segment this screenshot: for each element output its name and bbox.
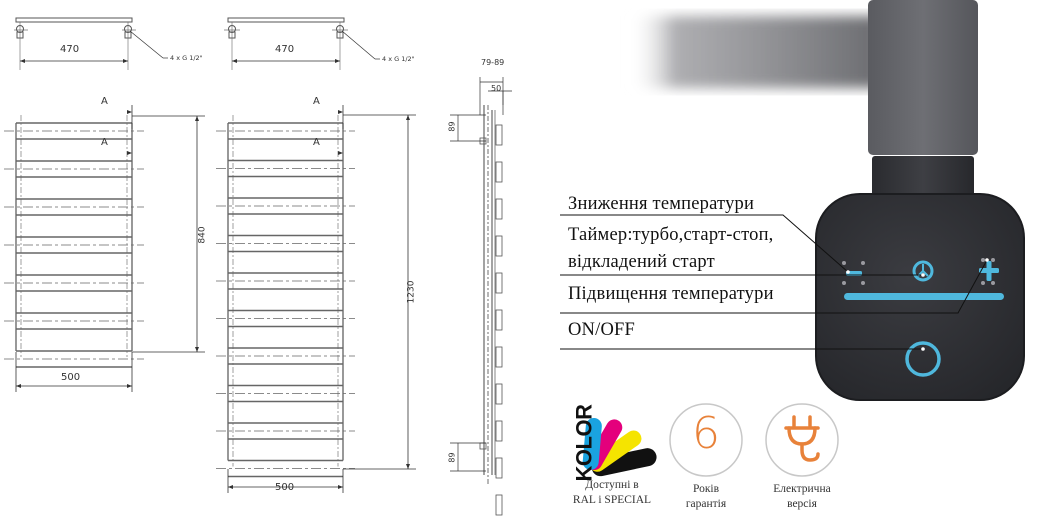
connector-label: 4 x G 1/2": [382, 55, 415, 63]
kolor-fan-icon: [582, 417, 657, 477]
callout-timer: Таймер:турбо,старт-стоп,: [568, 225, 774, 245]
badge-electric-caption: Електрична версія: [757, 482, 847, 512]
section-marker-bottom: A: [313, 137, 320, 148]
badge-electric-line1: Електрична: [773, 483, 831, 495]
badge-kolor-line2: RAL і SPECIAL: [572, 494, 652, 506]
height-dimension-label: 1230: [406, 280, 417, 304]
callout-increase-temperature: Підвищення температури: [568, 284, 774, 304]
warranty-circle: [669, 403, 743, 477]
top-view-right-drawing: [224, 17, 380, 70]
callout-on-off: ON/OFF: [568, 320, 635, 340]
width-dimension-label: 470: [275, 44, 295, 55]
section-marker-bottom: A: [101, 137, 108, 148]
heating-element-illustration: [560, 0, 1025, 401]
bottom-spacing-label: 89: [447, 452, 457, 463]
top-spacing-label: 89: [447, 121, 457, 132]
badge-kolor-line1: Доступні в: [585, 479, 639, 491]
section-marker-top: A: [101, 96, 108, 107]
callout-lines: [560, 214, 988, 350]
connector-label: 4 x G 1/2": [170, 54, 203, 62]
radiator-bar: [630, 16, 880, 88]
electric-plug-icon: [784, 415, 820, 462]
width-dimension-label: 500: [275, 482, 295, 493]
callout-decrease-temperature: Зниження температури: [568, 194, 755, 214]
depth-dimension-label: 79-89: [481, 58, 505, 67]
front-view-large-drawing: [216, 105, 416, 493]
width-dimension-label: 470: [60, 44, 80, 55]
section-marker-top: A: [313, 96, 320, 107]
width-dimension-label: 500: [61, 372, 81, 383]
kolor-logo-text: KOLOR: [571, 404, 597, 482]
height-dimension-label: 840: [197, 226, 208, 244]
badge-electric-line2: версія: [787, 498, 817, 510]
element-column: [868, 0, 978, 155]
badge-kolor-caption: Доступні в RAL і SPECIAL: [562, 478, 662, 508]
clock-icon: [912, 260, 934, 282]
top-view-left-drawing: [14, 17, 168, 70]
plus-button[interactable]: [979, 258, 999, 285]
warranty-6-icon: 6: [692, 408, 720, 459]
side-view-drawing: [450, 77, 512, 516]
temperature-indicator-bar: [844, 293, 1004, 300]
element-collar: [872, 156, 974, 198]
power-button-icon[interactable]: [905, 341, 941, 377]
callout-delayed-start: відкладений старт: [568, 252, 715, 272]
offset-dimension-label: 50: [491, 84, 502, 93]
front-view-small-drawing: [4, 105, 205, 392]
badge-warranty-line2: гарантія: [685, 498, 727, 510]
electric-circle: [765, 403, 839, 477]
badge-warranty-caption: Років гарантія: [676, 482, 736, 512]
badge-warranty-line1: Років: [692, 483, 720, 495]
